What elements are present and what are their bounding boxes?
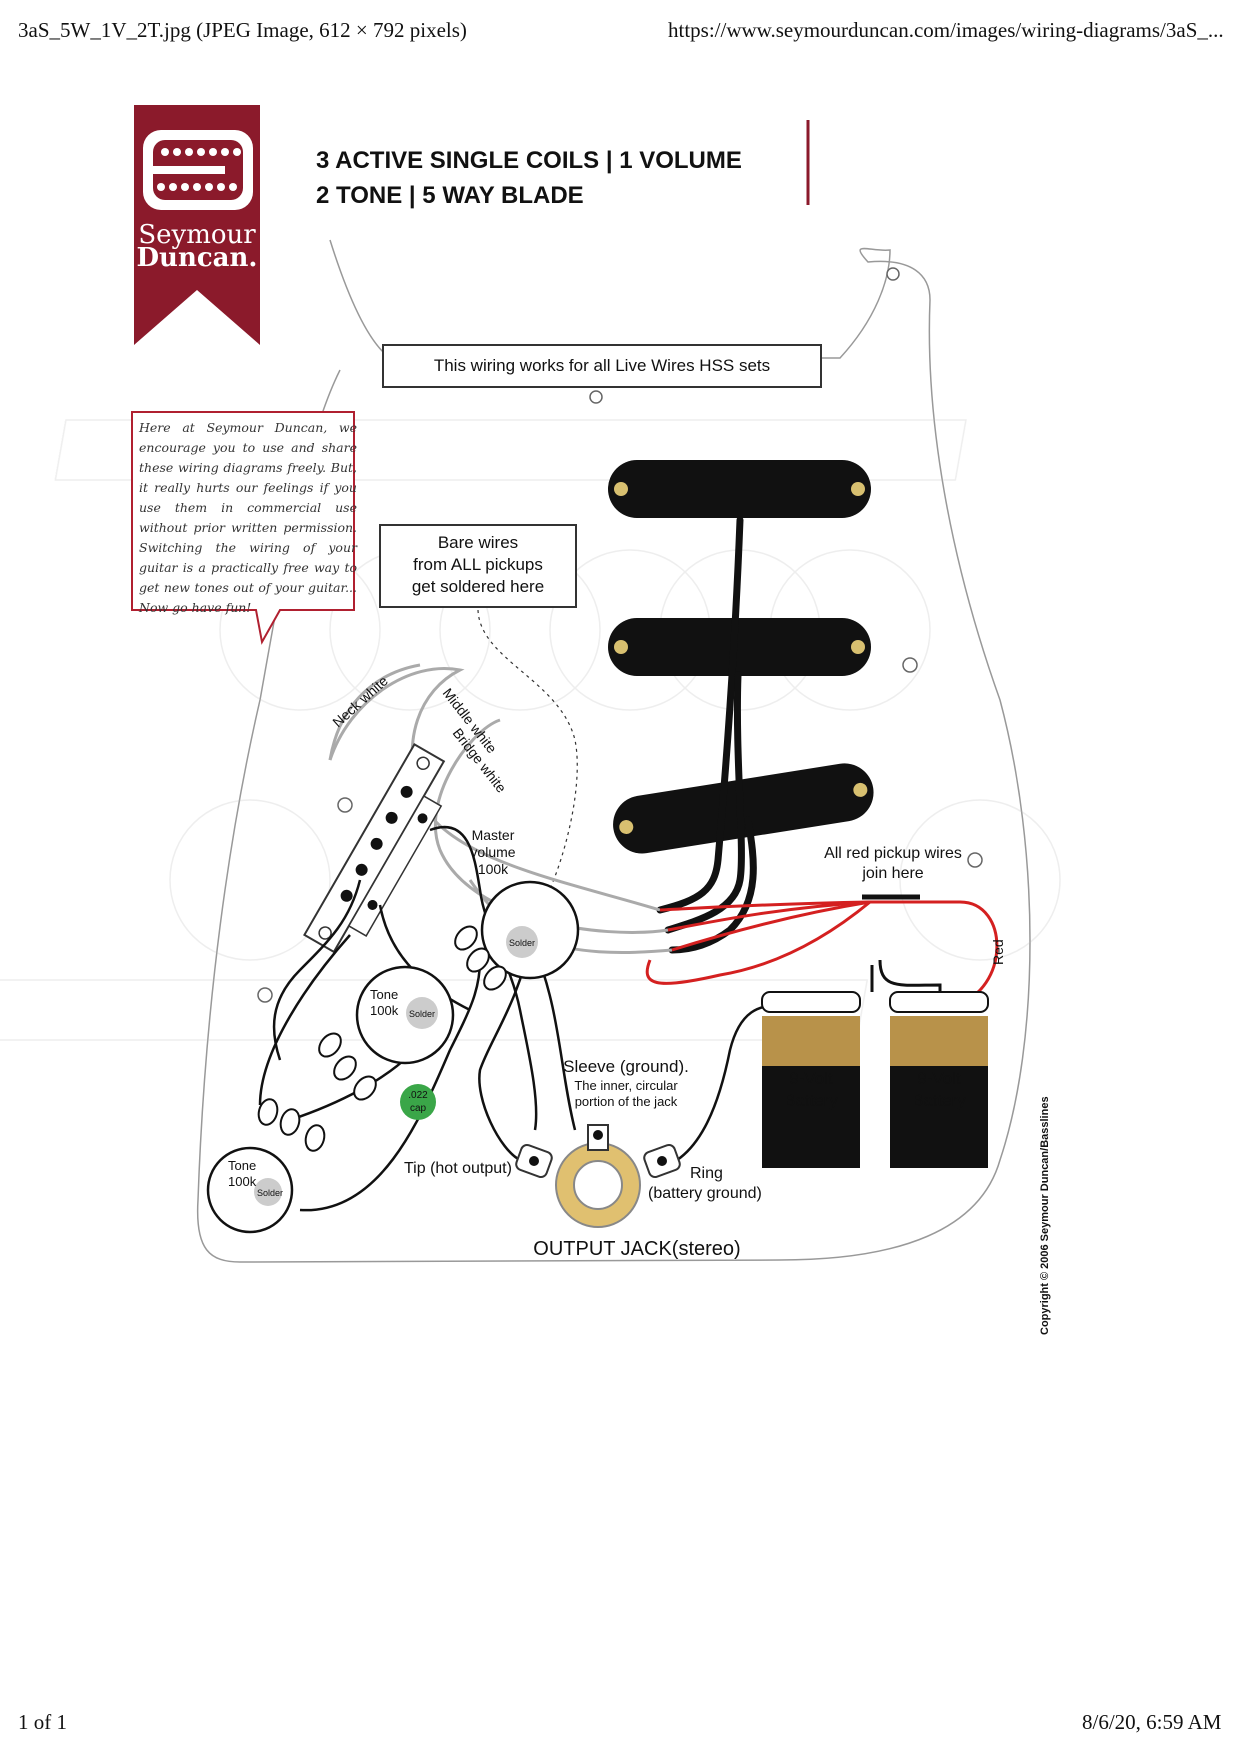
bare-wires-box — [379, 524, 577, 608]
output-jack — [515, 1124, 681, 1228]
battery-2: 9-Volt Battery — [889, 991, 989, 1168]
volume-label-2: volume — [470, 844, 515, 860]
disclaimer-bubble — [131, 411, 355, 645]
volume-label-3: 100k — [478, 861, 509, 877]
middle-pickup — [608, 618, 871, 676]
sleeve-label-2: The inner, circular — [574, 1078, 678, 1093]
disclaimer-text: Here at Seymour Duncan, we encourage you… — [139, 420, 357, 615]
tone-pot-1: Solder .022 cap — [318, 965, 455, 1120]
pickguard-outline — [196, 239, 1031, 1263]
neck-white-label: Neck white — [329, 672, 391, 730]
tone2-label-2: 100k — [228, 1174, 257, 1189]
red-label: Red — [990, 939, 1006, 965]
all-red-label-line1: All red pickup wires — [824, 845, 962, 862]
tone2-solder-label: Solder — [257, 1188, 283, 1198]
master-volume-pot: Solder — [454, 880, 580, 991]
ring-label-1: Ring — [690, 1165, 723, 1182]
bare-wires-line1: Bare wires — [438, 533, 518, 552]
battery1-label-2: Battery — [784, 1091, 838, 1110]
tip-label: Tip (hot output) — [404, 1160, 512, 1177]
browser-title: 3aS_5W_1V_2T.jpg (JPEG Image, 612 × 792 … — [18, 18, 467, 42]
diagram-title-line2: 2 TONE | 5 WAY BLADE — [316, 182, 584, 209]
banner-box — [382, 344, 822, 388]
five-way-switch — [303, 743, 446, 954]
tone2-label-1: Tone — [228, 1158, 256, 1173]
copyright: Copyright © 2006 Seymour Duncan/Bassline… — [1039, 1096, 1051, 1335]
sleeve-label-1: Sleeve (ground). — [563, 1057, 689, 1076]
bare-wires-line2: from ALL pickups — [413, 555, 543, 574]
ring-label-2: (battery ground) — [648, 1185, 762, 1202]
battery2-label-2: Battery — [912, 1091, 966, 1110]
volume-label-1: Master — [472, 827, 515, 843]
page-count: 1 of 1 — [18, 1710, 67, 1734]
sleeve-label-3: portion of the jack — [575, 1094, 678, 1109]
all-red-label-line2: join here — [861, 865, 923, 882]
tone-pot-2: Solder — [206, 1098, 326, 1234]
volume-solder-label: Solder — [509, 938, 535, 948]
logo-text-1: Seymour — [138, 220, 256, 250]
seymour-duncan-logo: Seymour Duncan. — [134, 105, 260, 345]
neck-pickup — [608, 460, 871, 518]
battery-1: 9-Volt Battery — [761, 991, 861, 1168]
tone1-label-2: 100k — [370, 1003, 399, 1018]
banner-text: This wiring works for all Live Wires HSS… — [434, 356, 770, 375]
print-datetime: 8/6/20, 6:59 AM — [1082, 1710, 1222, 1734]
cap-label-2: cap — [410, 1103, 427, 1114]
output-jack-label: OUTPUT JACK(stereo) — [533, 1238, 740, 1260]
battery2-label-1: 9-Volt — [917, 1069, 961, 1088]
bare-wires-line3: get soldered here — [412, 577, 544, 596]
battery1-label-1: 9-Volt — [789, 1069, 833, 1088]
pickup-cables — [656, 516, 757, 954]
browser-url: https://www.seymourduncan.com/images/wir… — [668, 18, 1224, 42]
tone1-solder-label: Solder — [409, 1009, 435, 1019]
cap-label-1: .022 — [408, 1090, 428, 1101]
tone1-label-1: Tone — [370, 987, 398, 1002]
logo-text-2: Duncan. — [137, 243, 258, 273]
diagram-title-line1: 3 ACTIVE SINGLE COILS | 1 VOLUME — [316, 147, 742, 174]
